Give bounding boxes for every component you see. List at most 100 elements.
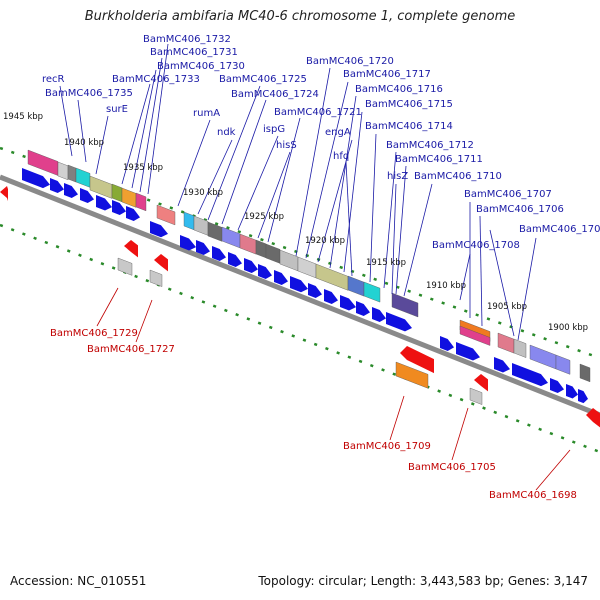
label-leader (343, 111, 363, 273)
reverse-gene-feature (469, 387, 483, 405)
gene-label-reverse: BamMC406_1709 (343, 441, 431, 452)
label-leader (257, 151, 291, 239)
label-leader (59, 85, 73, 157)
cds-arrow (494, 357, 510, 373)
gene-feature (265, 243, 281, 264)
gene-label: BamMC406_1707 (464, 189, 552, 200)
scale-tick-label: 1910 kbp (426, 281, 466, 291)
reverse-gene-feature (117, 257, 133, 276)
label-leader (221, 99, 267, 225)
cds-arrow (112, 200, 126, 215)
label-leader (451, 407, 469, 461)
cds-arrow (566, 384, 578, 399)
gene-feature (391, 292, 419, 318)
label-leader (237, 135, 279, 231)
gene-feature (67, 164, 77, 183)
label-leader (139, 57, 163, 193)
label-leader (345, 161, 353, 277)
gene-label: BamMC406_1717 (343, 69, 431, 80)
gene-feature (75, 167, 91, 188)
gene-feature (27, 149, 59, 176)
label-leader (535, 449, 571, 491)
cds-arrow (196, 240, 210, 255)
cds-arrow (64, 183, 78, 198)
cds-arrow (180, 235, 196, 251)
scale-tick-label: 1930 kbp (183, 188, 223, 198)
scale-line-top (0, 146, 600, 360)
label-leader (197, 139, 233, 215)
label-leader (395, 165, 407, 295)
genome-stats-text: Topology: circular; Length: 3,443,583 bp… (258, 574, 588, 588)
label-leader (489, 229, 515, 337)
gene-label: BamMC406_1730 (157, 61, 245, 72)
label-leader (403, 183, 433, 297)
cds-arrow (356, 301, 370, 316)
label-leaders (59, 43, 571, 491)
gene-label: ndk (217, 127, 236, 138)
label-leader (329, 95, 357, 269)
gene-label: BamMC406_1706 (476, 204, 564, 215)
reverse-gene-feature (149, 269, 163, 287)
scale-tick-label: 1915 kbp (366, 258, 406, 268)
gene-label: BamMC406_1716 (355, 84, 443, 95)
gene-label: BamMC406_1721 (274, 107, 362, 118)
gene-label: BamMC406_1711 (395, 154, 483, 165)
cds-arrow (324, 289, 338, 304)
cds-arrow (212, 246, 226, 261)
gene-feature (239, 233, 257, 255)
gene-feature (513, 338, 527, 358)
reverse-cds-arrow (474, 374, 488, 392)
gene-label: BamMC406_1720 (306, 56, 394, 67)
cds-arrow (150, 221, 168, 238)
accession-text: Accession: NC_010551 (10, 574, 147, 588)
scale-tick-label: 1920 kbp (305, 236, 345, 246)
label-leader (147, 43, 169, 195)
gene-label-reverse: BamMC406_1705 (408, 462, 496, 473)
gene-label: BamMC406_1735 (45, 88, 133, 99)
gene-feature (121, 187, 137, 208)
label-leader (77, 99, 87, 163)
cds-arrow (440, 336, 454, 351)
cds-arrow (126, 206, 140, 221)
gene-label: BamMC406_1708 (432, 240, 520, 251)
gene-label-reverse: BamMC406_1727 (87, 344, 175, 355)
label-leader (295, 67, 331, 257)
label-leader (383, 151, 397, 289)
label-leader (369, 133, 377, 283)
label-leader (135, 299, 153, 343)
label-leader (121, 83, 151, 185)
gene-label: surE (106, 104, 128, 115)
cds-arrow (80, 188, 94, 203)
gene-feature (221, 226, 241, 249)
scale-tick-label: 1925 kbp (244, 212, 284, 222)
cds-arrow (290, 276, 308, 293)
label-leader (391, 183, 397, 295)
gene-label: BamMC406_1712 (386, 140, 474, 151)
gene-label: hfq (333, 151, 349, 162)
gene-label: BamMC406_1724 (231, 89, 319, 100)
reverse-gene-feature (395, 361, 429, 389)
cds-arrow (308, 283, 322, 298)
label-leader (389, 395, 405, 441)
gene-label: BamMC406_1714 (365, 121, 453, 132)
label-leader (207, 85, 261, 221)
gene-feature (555, 354, 571, 375)
reverse-cds-arrow (154, 254, 168, 272)
gene-feature (89, 175, 113, 199)
gene-feature (497, 332, 515, 354)
gene-label: hisS (276, 140, 297, 151)
gene-features (0, 149, 600, 428)
cds-arrow (258, 264, 272, 279)
gene-feature (207, 221, 223, 242)
label-leader (177, 119, 211, 207)
gene-feature (363, 281, 381, 303)
gene-label: BamMC406_1732 (143, 34, 231, 45)
cds-arrow (550, 378, 564, 393)
gene-label: BamMC406_1733 (112, 74, 200, 85)
gene-feature (111, 183, 123, 203)
gene-label: ispG (263, 124, 285, 135)
cds-arrow (340, 295, 356, 311)
cds-arrow (386, 312, 412, 332)
figure-title: Burkholderia ambifaria MC40-6 chromosome… (84, 9, 516, 24)
